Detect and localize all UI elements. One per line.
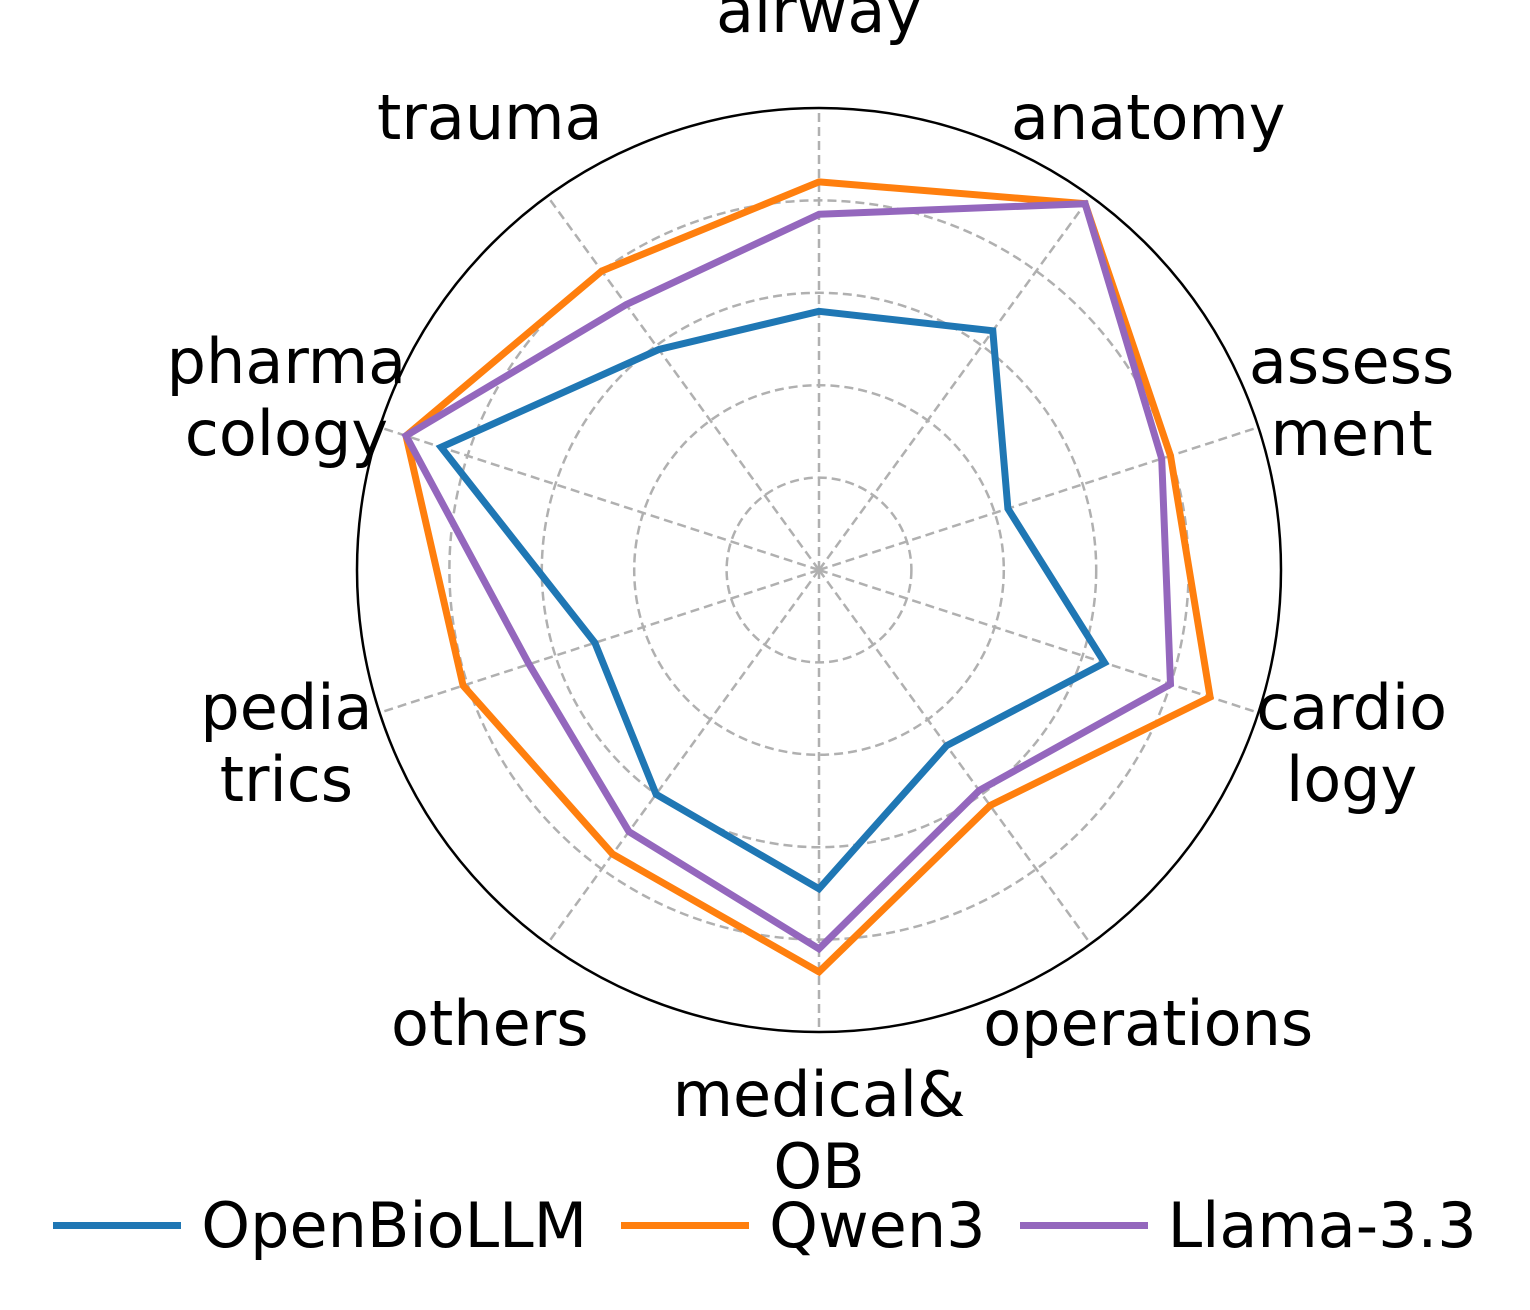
spoke-trauma xyxy=(546,195,821,571)
legend-label: Llama-3.3 xyxy=(1167,1188,1477,1262)
spoke-operations xyxy=(817,569,1092,945)
spoke-anatomy xyxy=(817,195,1092,571)
spoke-others xyxy=(546,569,821,945)
grid-ring xyxy=(632,383,1006,757)
legend-item: Llama-3.3 xyxy=(1019,1188,1477,1262)
legend-swatch xyxy=(53,1221,182,1229)
series-line-openbiollm xyxy=(435,307,1110,894)
axis-label-medical-ob: medical&OB xyxy=(673,1058,966,1203)
spoke-cardiology xyxy=(818,568,1259,714)
spoke-assessment xyxy=(818,426,1259,572)
series-line-llama-3-3 xyxy=(401,200,1175,954)
spoke-pharmacology xyxy=(379,426,820,572)
legend: OpenBioLLM Qwen3 Llama-3.3 xyxy=(0,1180,1530,1270)
legend-label: OpenBioLLM xyxy=(201,1188,588,1262)
axis-label-airway: airway xyxy=(716,0,922,47)
radar-series xyxy=(401,178,1214,977)
legend-label: Qwen3 xyxy=(769,1188,986,1262)
legend-swatch xyxy=(621,1221,750,1229)
outer-frame xyxy=(355,106,1283,1034)
grid-ring xyxy=(725,476,913,664)
legend-item: OpenBioLLM xyxy=(53,1189,587,1262)
legend-swatch xyxy=(1019,1221,1148,1229)
radar-grid xyxy=(355,106,1283,1034)
axis-label-trauma: trauma xyxy=(377,81,602,154)
axis-label-anatomy: anatomy xyxy=(1011,81,1286,154)
axis-label-operations: operations xyxy=(983,987,1313,1060)
legend-item: Qwen3 xyxy=(621,1188,986,1262)
series-line-qwen3 xyxy=(402,178,1214,977)
axis-label-others: others xyxy=(391,987,588,1060)
spoke-pediatrics xyxy=(379,568,820,714)
